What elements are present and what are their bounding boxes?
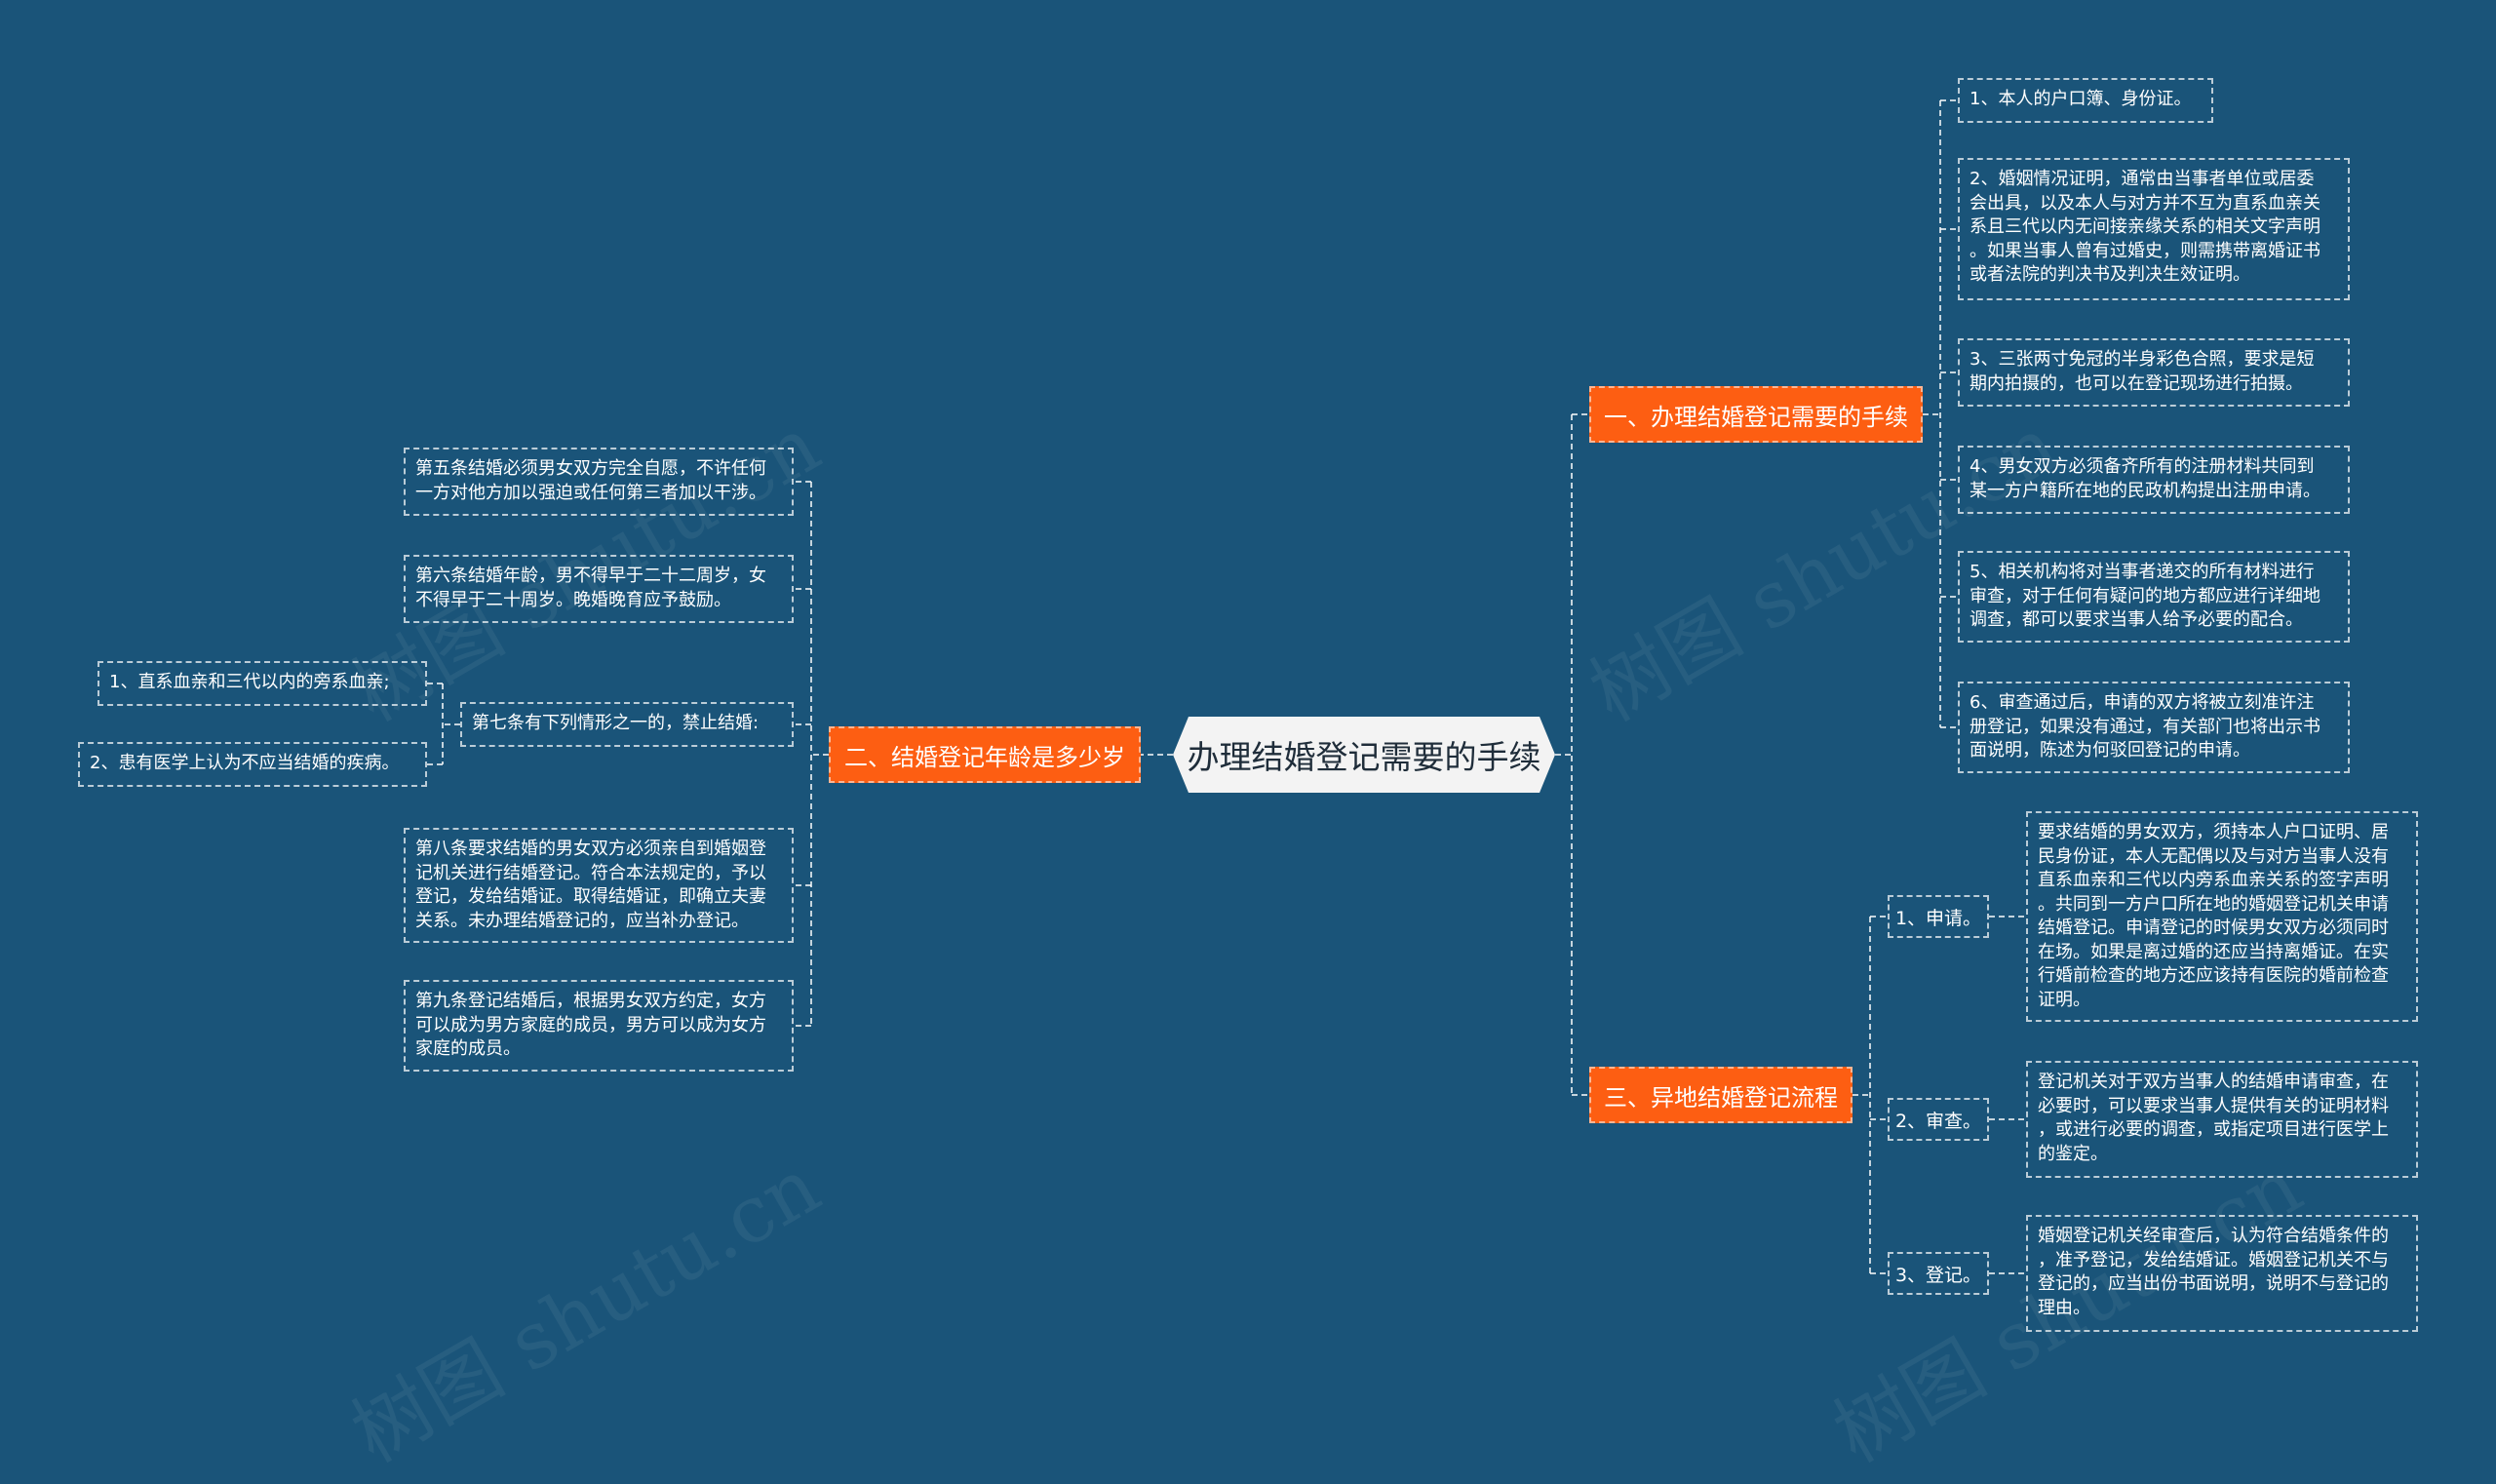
article-7-sub-2[interactable]: 2、患有医学上认为不应当结婚的疾病。: [78, 742, 427, 787]
article-7-sub-1[interactable]: 1、直系血亲和三代以内的旁系血亲;: [98, 661, 427, 706]
article-9[interactable]: 第九条登记结婚后，根据男女双方约定，女方 可以成为男方家庭的成员，男方可以成为女…: [404, 980, 794, 1072]
procedure-item-1[interactable]: 1、本人的户口簿、身份证。: [1958, 78, 2213, 123]
article-6[interactable]: 第六条结婚年龄，男不得早于二十二周岁，女 不得早于二十周岁。晚婚晚育应予鼓励。: [404, 555, 794, 623]
step-review[interactable]: 2、审查。: [1888, 1098, 1989, 1141]
mind-map-canvas: 树图 shutu.cn 树图 shutu.cn 树图 shutu.cn 树图 s…: [78, 78, 2418, 1480]
root-node[interactable]: 办理结婚登记需要的手续: [1173, 717, 1555, 793]
branch-remote-registration[interactable]: 三、异地结婚登记流程: [1589, 1067, 1852, 1123]
procedure-item-4[interactable]: 4、男女双方必须备齐所有的注册材料共同到 某一方户籍所在地的民政机构提出注册申请…: [1958, 446, 2350, 514]
branch-procedures[interactable]: 一、办理结婚登记需要的手续: [1589, 386, 1923, 443]
procedure-item-6[interactable]: 6、审查通过后，申请的双方将被立刻准许注 册登记，如果没有通过，有关部门也将出示…: [1958, 682, 2350, 773]
article-5[interactable]: 第五条结婚必须男女双方完全自愿，不许任何 一方对他方加以强迫或任何第三者加以干涉…: [404, 448, 794, 516]
article-8[interactable]: 第八条要求结婚的男女双方必须亲自到婚姻登 记机关进行结婚登记。符合本法规定的，予…: [404, 828, 794, 943]
branch-marriage-age[interactable]: 二、结婚登记年龄是多少岁: [829, 726, 1141, 783]
step-review-detail[interactable]: 登记机关对于双方当事人的结婚申请审查，在 必要时，可以要求当事人提供有关的证明材…: [2026, 1061, 2418, 1178]
article-7[interactable]: 第七条有下列情形之一的，禁止结婚:: [460, 702, 794, 747]
procedure-item-3[interactable]: 3、三张两寸免冠的半身彩色合照，要求是短 期内拍摄的，也可以在登记现场进行拍摄。: [1958, 338, 2350, 407]
connector-lines: [427, 99, 2026, 1274]
step-apply-detail[interactable]: 要求结婚的男女双方，须持本人户口证明、居 民身份证，本人无配偶以及与对方当事人没…: [2026, 811, 2418, 1022]
step-register-detail[interactable]: 婚姻登记机关经审查后，认为符合结婚条件的 ，准予登记，发给结婚证。婚姻登记机关不…: [2026, 1215, 2418, 1332]
procedure-item-5[interactable]: 5、相关机构将对当事者递交的所有材料进行 审查，对于任何有疑问的地方都应进行详细…: [1958, 551, 2350, 643]
step-register[interactable]: 3、登记。: [1888, 1252, 1989, 1295]
step-apply[interactable]: 1、申请。: [1888, 895, 1989, 938]
procedure-item-2[interactable]: 2、婚姻情况证明，通常由当事者单位或居委 会出具，以及本人与对方并不互为直系血亲…: [1958, 158, 2350, 300]
